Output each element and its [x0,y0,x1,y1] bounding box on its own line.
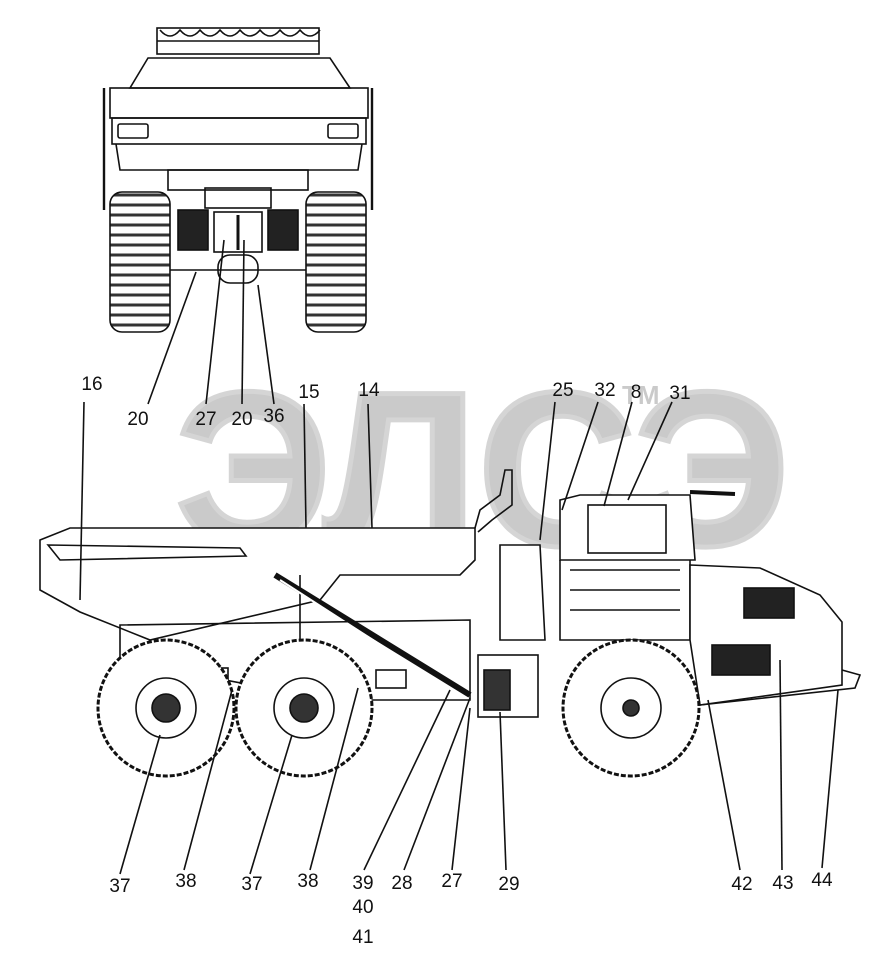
callout-15: 15 [298,382,319,403]
callout-29: 29 [498,874,519,895]
callout-42: 42 [731,874,752,895]
callout-27: 27 [195,409,216,430]
callout-20: 20 [127,409,148,430]
callout-28: 28 [391,873,412,894]
callout-27: 27 [441,871,462,892]
callout-14: 14 [358,380,380,401]
callout-39: 39 [352,873,373,894]
callout-43: 43 [772,873,793,894]
callout-44: 44 [811,870,833,891]
callout-37: 37 [241,874,262,895]
callout-38: 38 [297,871,318,892]
callout-16: 16 [81,374,102,395]
callout-37: 37 [109,876,130,897]
side-view [39,401,862,875]
callout-31: 31 [669,383,690,404]
callout-8: 8 [631,382,642,403]
callouts: 16 20 27 20 36 15 14 25 32 8 31 37 38 37… [81,374,833,948]
callout-32: 32 [594,380,615,401]
rear-view [102,27,374,405]
callout-38: 38 [175,871,196,892]
callout-40: 40 [352,897,373,918]
callout-25: 25 [552,380,573,401]
callout-20: 20 [231,409,252,430]
watermark-tm: TM [622,380,660,410]
callout-36: 36 [263,406,284,427]
callout-41: 41 [352,927,373,948]
